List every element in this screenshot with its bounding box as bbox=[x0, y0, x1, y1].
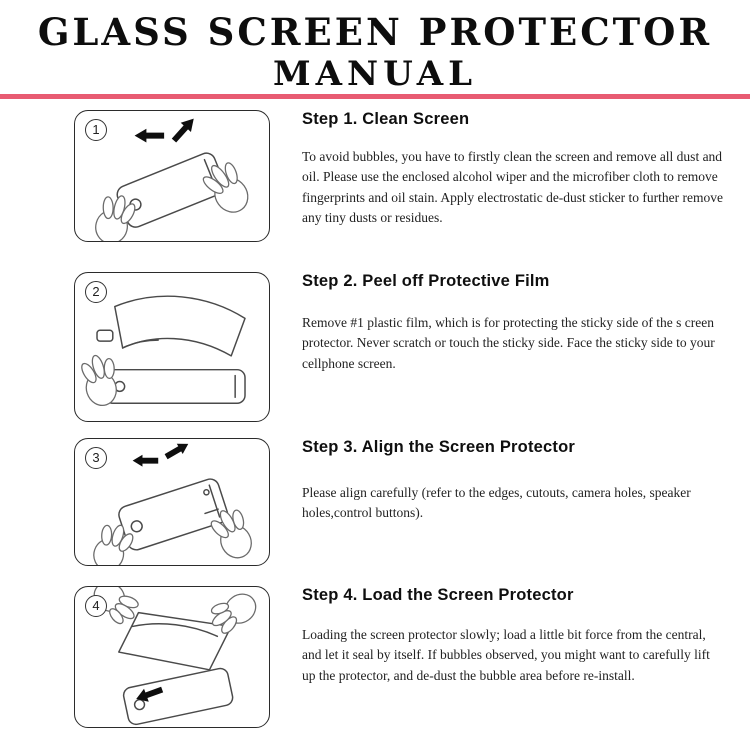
title-line1: GLASS SCREEN PROTECTOR bbox=[37, 10, 713, 54]
step-section-3: 3 bbox=[74, 438, 724, 566]
pinching-hand bbox=[81, 354, 117, 406]
title-divider bbox=[0, 94, 750, 99]
step3-heading: Step 3. Align the Screen Protector bbox=[302, 438, 575, 456]
right-hand bbox=[202, 162, 249, 213]
step4-illustration: 4 bbox=[74, 586, 270, 728]
phone-outline bbox=[104, 368, 246, 404]
step4-number-badge: 4 bbox=[85, 595, 107, 617]
protector-sheet bbox=[118, 611, 232, 671]
phone-outline bbox=[122, 667, 234, 726]
arrow-up-right-icon bbox=[171, 118, 194, 143]
left-hand bbox=[95, 195, 136, 241]
step3-text: Step 3. Align the Screen Protector Pleas… bbox=[302, 438, 724, 524]
page-title: GLASS SCREEN PROTECTOR MANUAL bbox=[0, 12, 750, 94]
step3-illustration: 3 bbox=[74, 438, 270, 566]
step3-body: Please align carefully (refer to the edg… bbox=[302, 485, 691, 521]
step-section-4: 4 bbox=[74, 586, 724, 728]
step4-heading: Step 4. Load the Screen Protector bbox=[302, 586, 574, 604]
right-hand bbox=[210, 593, 257, 634]
film-sheet bbox=[114, 295, 246, 357]
film-tab bbox=[96, 329, 114, 342]
step1-illustration: 1 bbox=[74, 110, 270, 242]
arrow-left-icon bbox=[134, 128, 165, 143]
peel-film-drawing bbox=[81, 295, 246, 406]
arrow-down-left-icon bbox=[136, 686, 164, 702]
step4-body: Loading the screen protector slowly; loa… bbox=[302, 627, 710, 683]
step3-number-badge: 3 bbox=[85, 447, 107, 469]
right-hand bbox=[210, 509, 252, 559]
step2-illustration: 2 bbox=[74, 272, 270, 422]
title-line2: MANUAL bbox=[273, 53, 477, 94]
load-protector-drawing bbox=[93, 587, 257, 726]
phone-outline bbox=[118, 478, 229, 551]
step2-text: Step 2. Peel off Protective Film Remove … bbox=[302, 272, 724, 374]
step-section-2: 2 bbox=[74, 272, 724, 422]
step1-text: Step 1. Clean Screen To avoid bubbles, y… bbox=[302, 110, 724, 228]
arrow-left-icon bbox=[132, 454, 159, 467]
step4-text: Step 4. Load the Screen Protector Loadin… bbox=[302, 586, 724, 686]
step1-heading: Step 1. Clean Screen bbox=[302, 110, 470, 128]
step2-body: Remove #1 plastic film, which is for pro… bbox=[302, 315, 715, 371]
step2-number-badge: 2 bbox=[85, 281, 107, 303]
step-section-1: 1 bbox=[74, 110, 724, 242]
align-protector-drawing bbox=[93, 443, 252, 565]
step1-number-badge: 1 bbox=[85, 119, 107, 141]
arrow-right-icon bbox=[164, 443, 189, 460]
step2-heading: Step 2. Peel off Protective Film bbox=[302, 272, 550, 290]
clean-screen-drawing bbox=[95, 118, 249, 241]
left-hand bbox=[93, 524, 134, 565]
step1-body: To avoid bubbles, you have to firstly cl… bbox=[302, 149, 724, 225]
